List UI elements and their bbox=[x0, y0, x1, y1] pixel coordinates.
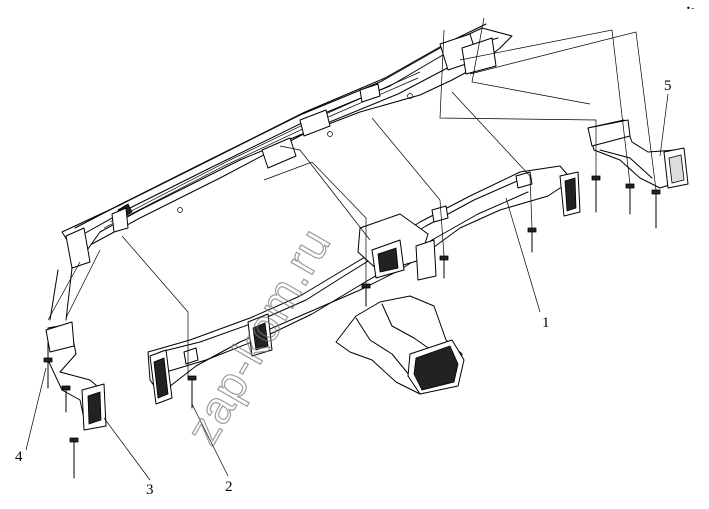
screw bbox=[527, 227, 537, 253]
center-floor-duct bbox=[335, 295, 465, 395]
screw bbox=[651, 189, 661, 229]
left-side-duct bbox=[45, 267, 107, 431]
right-side-duct bbox=[587, 119, 689, 189]
callout-3: 3 bbox=[146, 482, 154, 498]
dashboard-upper-panel bbox=[61, 23, 513, 269]
screw bbox=[361, 283, 371, 307]
screw bbox=[43, 357, 53, 389]
screw bbox=[61, 385, 71, 413]
screw bbox=[625, 183, 635, 215]
callout-1: 1 bbox=[542, 315, 550, 331]
assembly-guide-lines bbox=[47, 17, 657, 378]
leader-lines bbox=[25, 93, 669, 481]
screws bbox=[43, 175, 661, 479]
callout-2: 2 bbox=[225, 479, 233, 495]
screw bbox=[439, 255, 449, 279]
corner-mark: •– bbox=[686, 4, 695, 13]
callout-4: 4 bbox=[15, 449, 23, 465]
screw bbox=[187, 375, 197, 409]
screw bbox=[69, 437, 79, 479]
main-air-duct bbox=[147, 165, 581, 405]
screw bbox=[591, 175, 601, 213]
callout-5: 5 bbox=[664, 78, 672, 94]
